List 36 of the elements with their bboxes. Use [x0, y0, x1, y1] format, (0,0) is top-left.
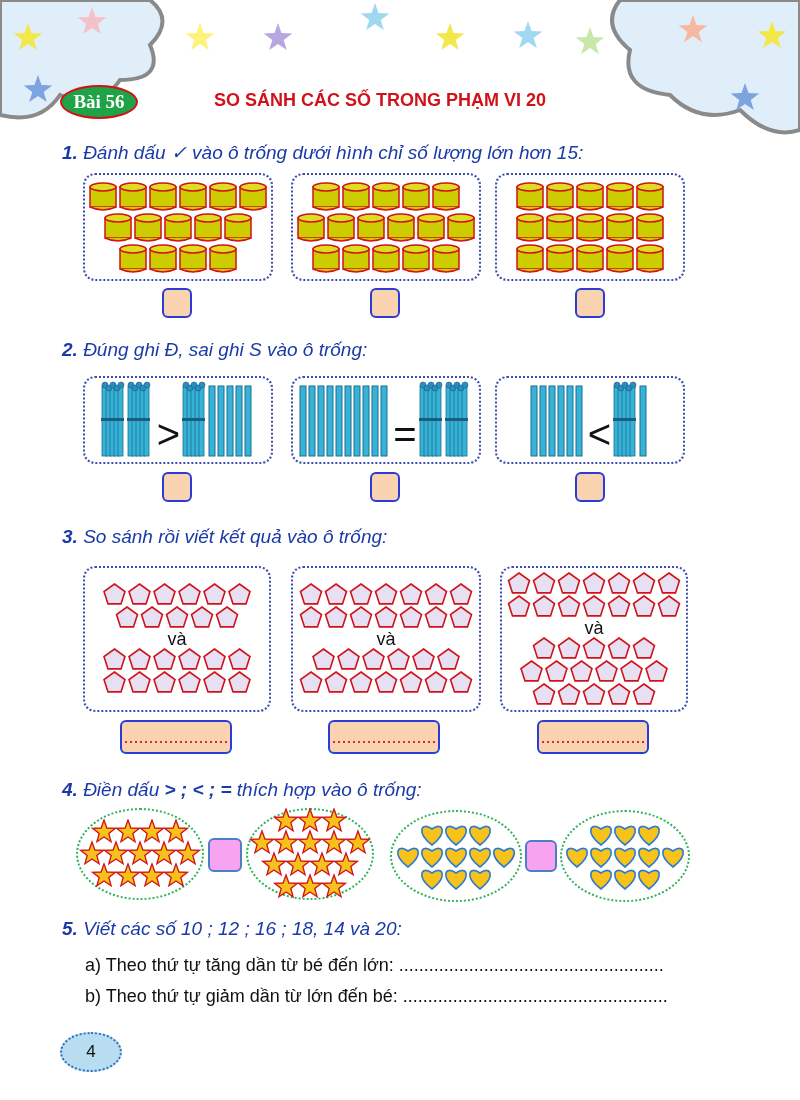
answer-box [575, 288, 605, 318]
question-text: 4. Điền dấu > ; < ; = thích hợp vào ô trống: [62, 779, 422, 801]
picture-frame [83, 173, 273, 281]
comparison-sign: > [155, 414, 182, 454]
picture-frame [495, 376, 685, 464]
page-number-bubble: 4 [60, 1032, 122, 1072]
question-text: 3. So sánh rồi viết kết quả vào ô trống: [62, 526, 388, 548]
answer-box [370, 472, 400, 502]
conjunction-text: và [584, 618, 604, 637]
answer-box: ..................... [120, 720, 232, 754]
answer-line-text: b) Theo thứ tự giảm dần từ lớn đến bé: ..................................................... [85, 986, 668, 1007]
picture-frame [500, 566, 688, 712]
picture-frame [291, 173, 481, 281]
answer-box [575, 472, 605, 502]
answer-line-text: a) Theo thứ tự tăng dần từ bé đến lớn: ..................................................... [85, 955, 664, 976]
answer-box [162, 288, 192, 318]
comparison-sign: = [392, 414, 418, 454]
answer-box [370, 288, 400, 318]
answer-box [162, 472, 192, 502]
conjunction-text: và [376, 630, 396, 648]
conjunction-text: và [167, 630, 187, 648]
question-text: 5. Viết các số 10 ; 12 ; 16 ; 18, 14 và 20: [62, 918, 402, 940]
question-text: 1. Đánh dấu ✓ vào ô trống dưới hình chỉ số lượng lớn hơn 15: [62, 141, 584, 164]
comparison-sign: < [586, 414, 613, 454]
picture-frame [291, 376, 481, 464]
answer-box [208, 838, 242, 872]
worksheet-title: SO SÁNH CÁC SỐ TRONG PHẠM VI 20 [212, 90, 547, 111]
picture-frame [83, 376, 273, 464]
answer-box [525, 840, 557, 872]
picture-frame [495, 173, 685, 281]
question-text: 2. Đúng ghi Đ, sai ghi S vào ô trống: [62, 339, 368, 361]
answer-box: ..................... [328, 720, 440, 754]
answer-box: ..................... [537, 720, 649, 754]
lesson-badge: Bài 56 [60, 85, 138, 119]
picture-frame [83, 566, 271, 712]
picture-frame [291, 566, 481, 712]
